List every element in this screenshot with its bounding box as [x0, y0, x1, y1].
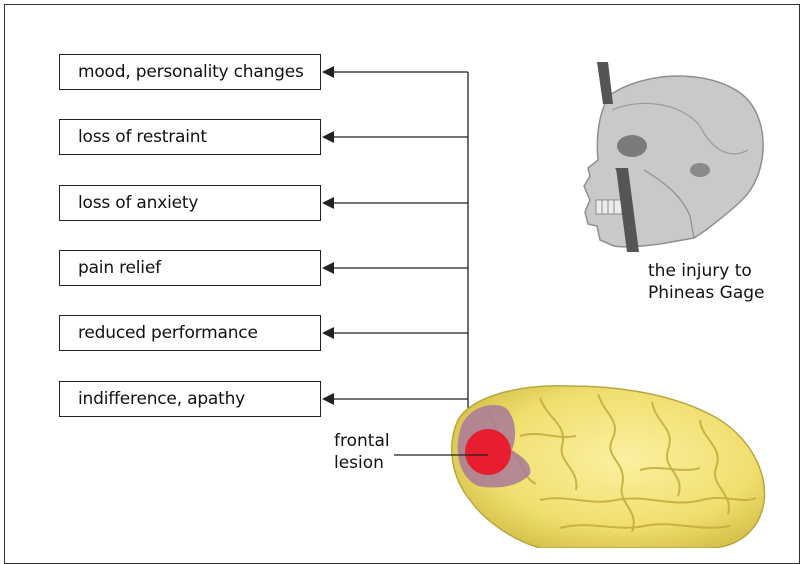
arrowhead-2 — [322, 131, 334, 143]
arrowhead-6 — [322, 393, 334, 405]
effect-label: loss of restraint — [78, 127, 207, 147]
effect-label: indifference, apathy — [78, 389, 246, 409]
skull-illustration — [583, 62, 764, 252]
connector-lines — [322, 66, 469, 455]
effect-box-anxiety: loss of anxiety — [59, 185, 321, 221]
effect-box-restraint: loss of restraint — [59, 119, 321, 155]
brain-illustration — [394, 385, 766, 548]
frontal-lesion-spot — [465, 429, 511, 475]
effect-label: loss of anxiety — [78, 193, 199, 213]
effect-box-pain-relief: pain relief — [59, 250, 321, 286]
skull-caption-line-1: the injury to — [648, 261, 752, 281]
lesion-label-line-2: lesion — [334, 453, 384, 473]
arrowhead-5 — [322, 327, 334, 339]
effect-box-mood: mood, personality changes — [59, 54, 321, 90]
iron-rod-upper-icon — [597, 62, 613, 104]
skull-caption: the injury to Phineas Gage — [648, 260, 765, 304]
arrowhead-4 — [322, 262, 334, 274]
skull-caption-line-2: Phineas Gage — [648, 283, 765, 303]
lesion-label: frontal lesion — [334, 430, 390, 474]
iron-rod-lower-icon — [616, 168, 639, 252]
effect-label: reduced performance — [78, 323, 258, 343]
effect-box-apathy: indifference, apathy — [59, 381, 321, 417]
lesion-label-line-1: frontal — [334, 431, 390, 451]
effect-box-performance: reduced performance — [59, 315, 321, 351]
arrowhead-1 — [322, 66, 334, 78]
effect-label: pain relief — [78, 258, 161, 278]
arrowhead-3 — [322, 197, 334, 209]
effect-label: mood, personality changes — [78, 62, 304, 82]
